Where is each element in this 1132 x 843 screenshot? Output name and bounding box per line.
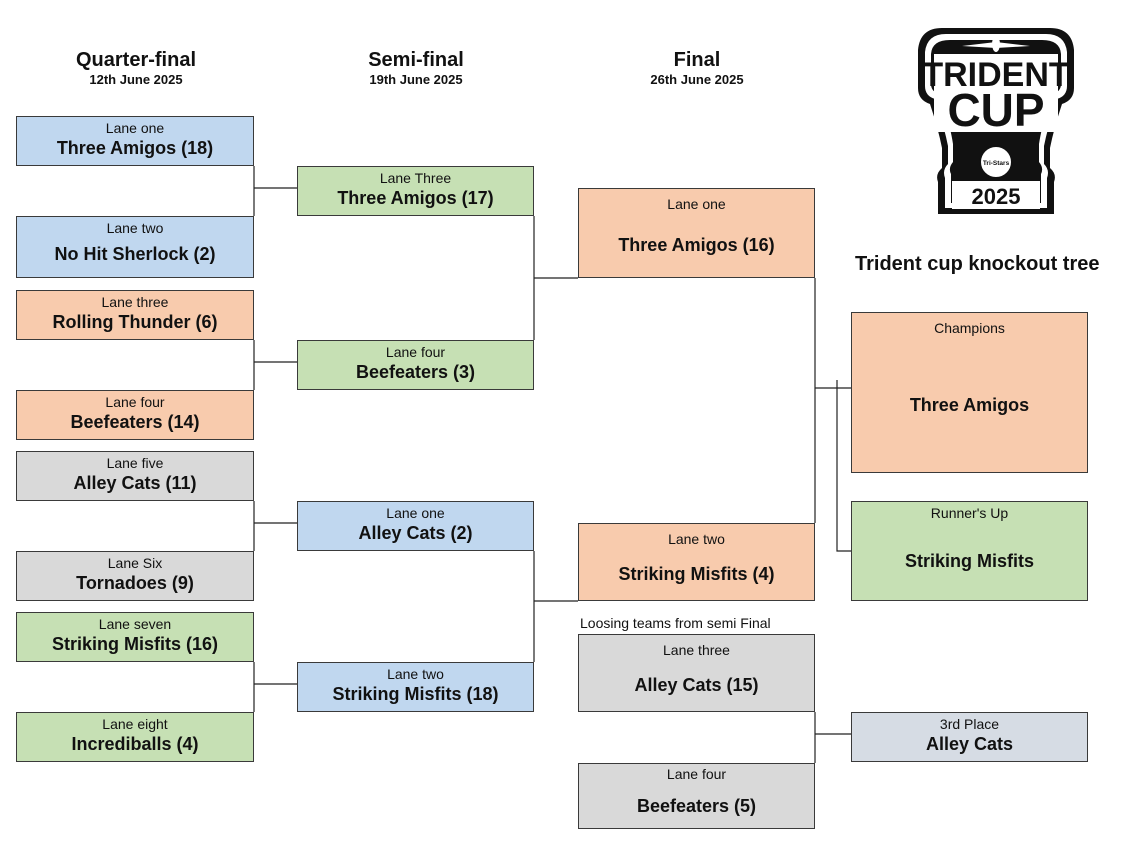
lane-label: Lane two	[668, 531, 725, 547]
logo-line1: TRIDENT	[922, 56, 1070, 94]
result-label: Runner's Up	[930, 505, 1009, 521]
lane-label: Lane four	[385, 344, 446, 360]
lane-label: Lane four	[666, 766, 727, 782]
third-playoff-match-1: Lane three Alley Cats (15)	[578, 634, 815, 712]
final-match-1: Lane one Three Amigos (16)	[578, 188, 815, 278]
team-score: Striking Misfits (4)	[618, 564, 775, 584]
lane-label: Lane two	[106, 220, 164, 236]
round-title: Final	[673, 49, 721, 71]
sf-match-4: Lane two Striking Misfits (18)	[297, 662, 534, 712]
connector-qf3-qf4	[253, 340, 297, 390]
lane-label: Lane one	[667, 196, 726, 212]
qf-match-4: Lane four Beefeaters (14)	[16, 390, 254, 440]
qf-match-5: Lane five Alley Cats (11)	[16, 451, 254, 501]
connector-final	[814, 278, 851, 523]
team-score: Tornadoes (9)	[76, 573, 194, 593]
lane-label: Lane one	[386, 505, 445, 521]
champion-team: Three Amigos	[909, 394, 1030, 415]
team-score: Alley Cats (15)	[634, 675, 759, 695]
sf-match-1: Lane Three Three Amigos (17)	[297, 166, 534, 216]
round-title: Semi-final	[368, 49, 464, 71]
lane-label: Lane two	[387, 666, 444, 682]
result-label: Champions	[934, 320, 1005, 336]
lane-label: Lane five	[106, 455, 164, 471]
team-score: Rolling Thunder (6)	[52, 312, 218, 332]
team-score: Three Amigos (16)	[618, 235, 775, 255]
lane-label: Lane three	[663, 642, 730, 658]
connector-third-place	[814, 712, 851, 763]
team-score: Beefeaters (3)	[355, 362, 476, 382]
lane-label: Lane Six	[107, 555, 163, 571]
team-score: Striking Misfits (16)	[51, 634, 219, 654]
lane-label: Lane four	[105, 394, 165, 410]
round-header-final: Final 26th June 2025	[597, 48, 797, 88]
sf-match-2: Lane four Beefeaters (3)	[297, 340, 534, 390]
champions-box: Champions Three Amigos	[851, 312, 1088, 473]
connector-results	[836, 380, 851, 552]
losers-note: Loosing teams from semi Final	[580, 615, 771, 631]
lane-label: Lane eight	[102, 716, 168, 732]
lane-label: Lane seven	[98, 616, 172, 632]
team-score: Incrediballs (4)	[71, 734, 199, 754]
runners-up-team: Striking Misfits	[904, 551, 1034, 571]
team-score: Alley Cats (11)	[73, 473, 197, 493]
lane-label: Lane one	[105, 120, 165, 136]
runners-up-box: Runner's Up Striking Misfits	[851, 501, 1088, 601]
qf-match-1: Lane one Three Amigos (18)	[16, 116, 254, 166]
round-title: Quarter-final	[75, 49, 197, 71]
connector-qf5-qf6	[253, 501, 297, 551]
connector-qf1-qf2	[253, 166, 297, 216]
badge-text: Tri-Stars	[983, 160, 1010, 167]
result-label: 3rd Place	[939, 716, 1000, 732]
team-score: Striking Misfits (18)	[332, 684, 499, 704]
team-score: No Hit Sherlock (2)	[54, 244, 216, 264]
round-date: 12th June 2025	[89, 72, 183, 87]
qf-match-2: Lane two No Hit Sherlock (2)	[16, 216, 254, 278]
round-date: 19th June 2025	[369, 72, 463, 87]
third-place-team: Alley Cats	[925, 734, 1014, 754]
qf-match-6: Lane Six Tornadoes (9)	[16, 551, 254, 601]
qf-match-3: Lane three Rolling Thunder (6)	[16, 290, 254, 340]
team-score: Three Amigos (17)	[337, 188, 494, 208]
team-score: Beefeaters (5)	[636, 795, 757, 816]
airplane-icon	[962, 36, 1030, 52]
qf-match-8: Lane eight Incrediballs (4)	[16, 712, 254, 762]
logo-year: 2025	[972, 184, 1021, 209]
round-date: 26th June 2025	[650, 72, 744, 87]
connector-qf7-qf8	[253, 662, 297, 712]
team-score: Alley Cats (2)	[358, 523, 473, 543]
qf-match-7: Lane seven Striking Misfits (16)	[16, 612, 254, 662]
lane-label: Lane three	[101, 294, 169, 310]
third-place-box: 3rd Place Alley Cats	[851, 712, 1088, 762]
round-header-quarterfinal: Quarter-final 12th June 2025	[36, 48, 236, 88]
third-playoff-match-2: Lane four Beefeaters (5)	[578, 763, 815, 829]
team-score: Beefeaters (14)	[70, 412, 200, 432]
round-header-semifinal: Semi-final 19th June 2025	[316, 48, 516, 88]
lane-label: Lane Three	[379, 170, 452, 186]
sf-match-3: Lane one Alley Cats (2)	[297, 501, 534, 551]
final-match-2: Lane two Striking Misfits (4)	[578, 523, 815, 601]
trident-cup-logo: TRIDENT CUP Tri-Stars 2025	[918, 28, 1074, 214]
tri-stars-badge: Tri-Stars	[979, 145, 1013, 179]
logo-line2: CUP	[947, 84, 1044, 136]
connector-sf-top	[533, 216, 578, 340]
team-score: Three Amigos (18)	[56, 138, 214, 158]
connector-sf-bottom	[533, 551, 578, 662]
tree-title: Trident cup knockout tree	[855, 253, 1100, 275]
